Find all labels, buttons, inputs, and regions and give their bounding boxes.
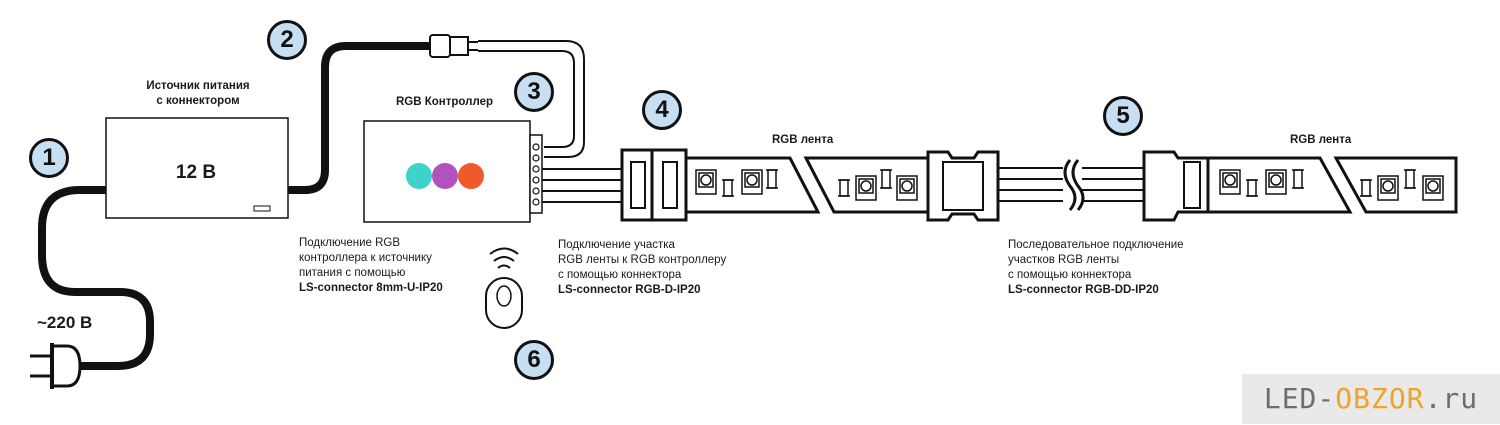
note-line: участков RGB ленты <box>1008 254 1120 266</box>
power-supply-title-line2: с коннектором <box>156 95 240 107</box>
note-strip-to-controller: Подключение участка RGB ленты к RGB конт… <box>558 238 726 298</box>
watermark-part: LED- <box>1263 382 1336 415</box>
power-indicator <box>253 205 271 212</box>
power-supply-title-line1: Источник питания <box>146 80 250 92</box>
strip-led-chips <box>695 169 1444 201</box>
watermark-logo: LED-OBZOR.ru <box>1242 374 1500 424</box>
watermark-part: .ru <box>1424 382 1479 415</box>
note-line: с помощью коннектора <box>1008 269 1132 281</box>
dc-cable <box>288 42 432 194</box>
strip-connector-dd <box>926 150 1000 222</box>
controller-output-wires <box>542 168 626 203</box>
badge-3: 3 <box>514 72 554 112</box>
badge-5: 5 <box>1103 96 1143 136</box>
badge-2: 2 <box>267 20 307 60</box>
note-line: контроллера к источнику <box>299 252 432 264</box>
wire-break-mark <box>1063 159 1077 211</box>
note-product: LS-connector RGB-D-IP20 <box>558 284 701 296</box>
dc-connector-icon <box>429 34 478 58</box>
note-line: с помощью коннектора <box>558 269 682 281</box>
strip-label-right: RGB лента <box>1290 134 1352 146</box>
strip-series-wires <box>998 159 1148 211</box>
strip-connector-dd-2 <box>1142 150 1210 222</box>
controller-input-wire-b <box>478 50 575 148</box>
power-supply-voltage: 12 В <box>175 162 217 183</box>
power-supply-box <box>105 117 289 219</box>
controller-input-wire-a <box>478 40 585 158</box>
badge-1: 1 <box>29 138 69 178</box>
strip-connector-d <box>620 148 688 222</box>
note-line: питания с помощью <box>299 267 406 279</box>
note-line: Подключение участка <box>558 239 675 251</box>
note-controller-connection: Подключение RGB контроллера к источнику … <box>299 236 443 296</box>
note-product: LS-connector RGB-DD-IP20 <box>1008 284 1159 296</box>
remote-control-icon <box>485 247 523 329</box>
note-line: Подключение RGB <box>299 237 401 249</box>
strip-label-left: RGB лента <box>772 134 834 146</box>
controller-terminal-block <box>529 134 543 214</box>
note-strip-series: Последовательное подключение участков RG… <box>1008 238 1184 298</box>
note-line: RGB ленты к RGB контроллеру <box>558 254 727 266</box>
wire-break-mark <box>1071 159 1085 211</box>
controller-title: RGB Контроллер <box>396 96 494 108</box>
strip-resistors <box>722 169 1416 197</box>
watermark-part: OBZOR <box>1335 382 1425 415</box>
controller-terminals <box>532 143 540 206</box>
note-line: Последовательное подключение <box>1008 239 1184 251</box>
power-supply-title: Источник питания с коннектором <box>128 79 268 109</box>
badge-4: 4 <box>642 90 682 130</box>
mains-voltage: ~220 В <box>37 313 93 332</box>
plug-icon <box>30 343 82 389</box>
note-product: LS-connector 8mm-U-IP20 <box>299 282 443 294</box>
mains-cable <box>38 186 154 370</box>
controller-leds <box>406 163 484 189</box>
badge-6: 6 <box>514 340 554 380</box>
